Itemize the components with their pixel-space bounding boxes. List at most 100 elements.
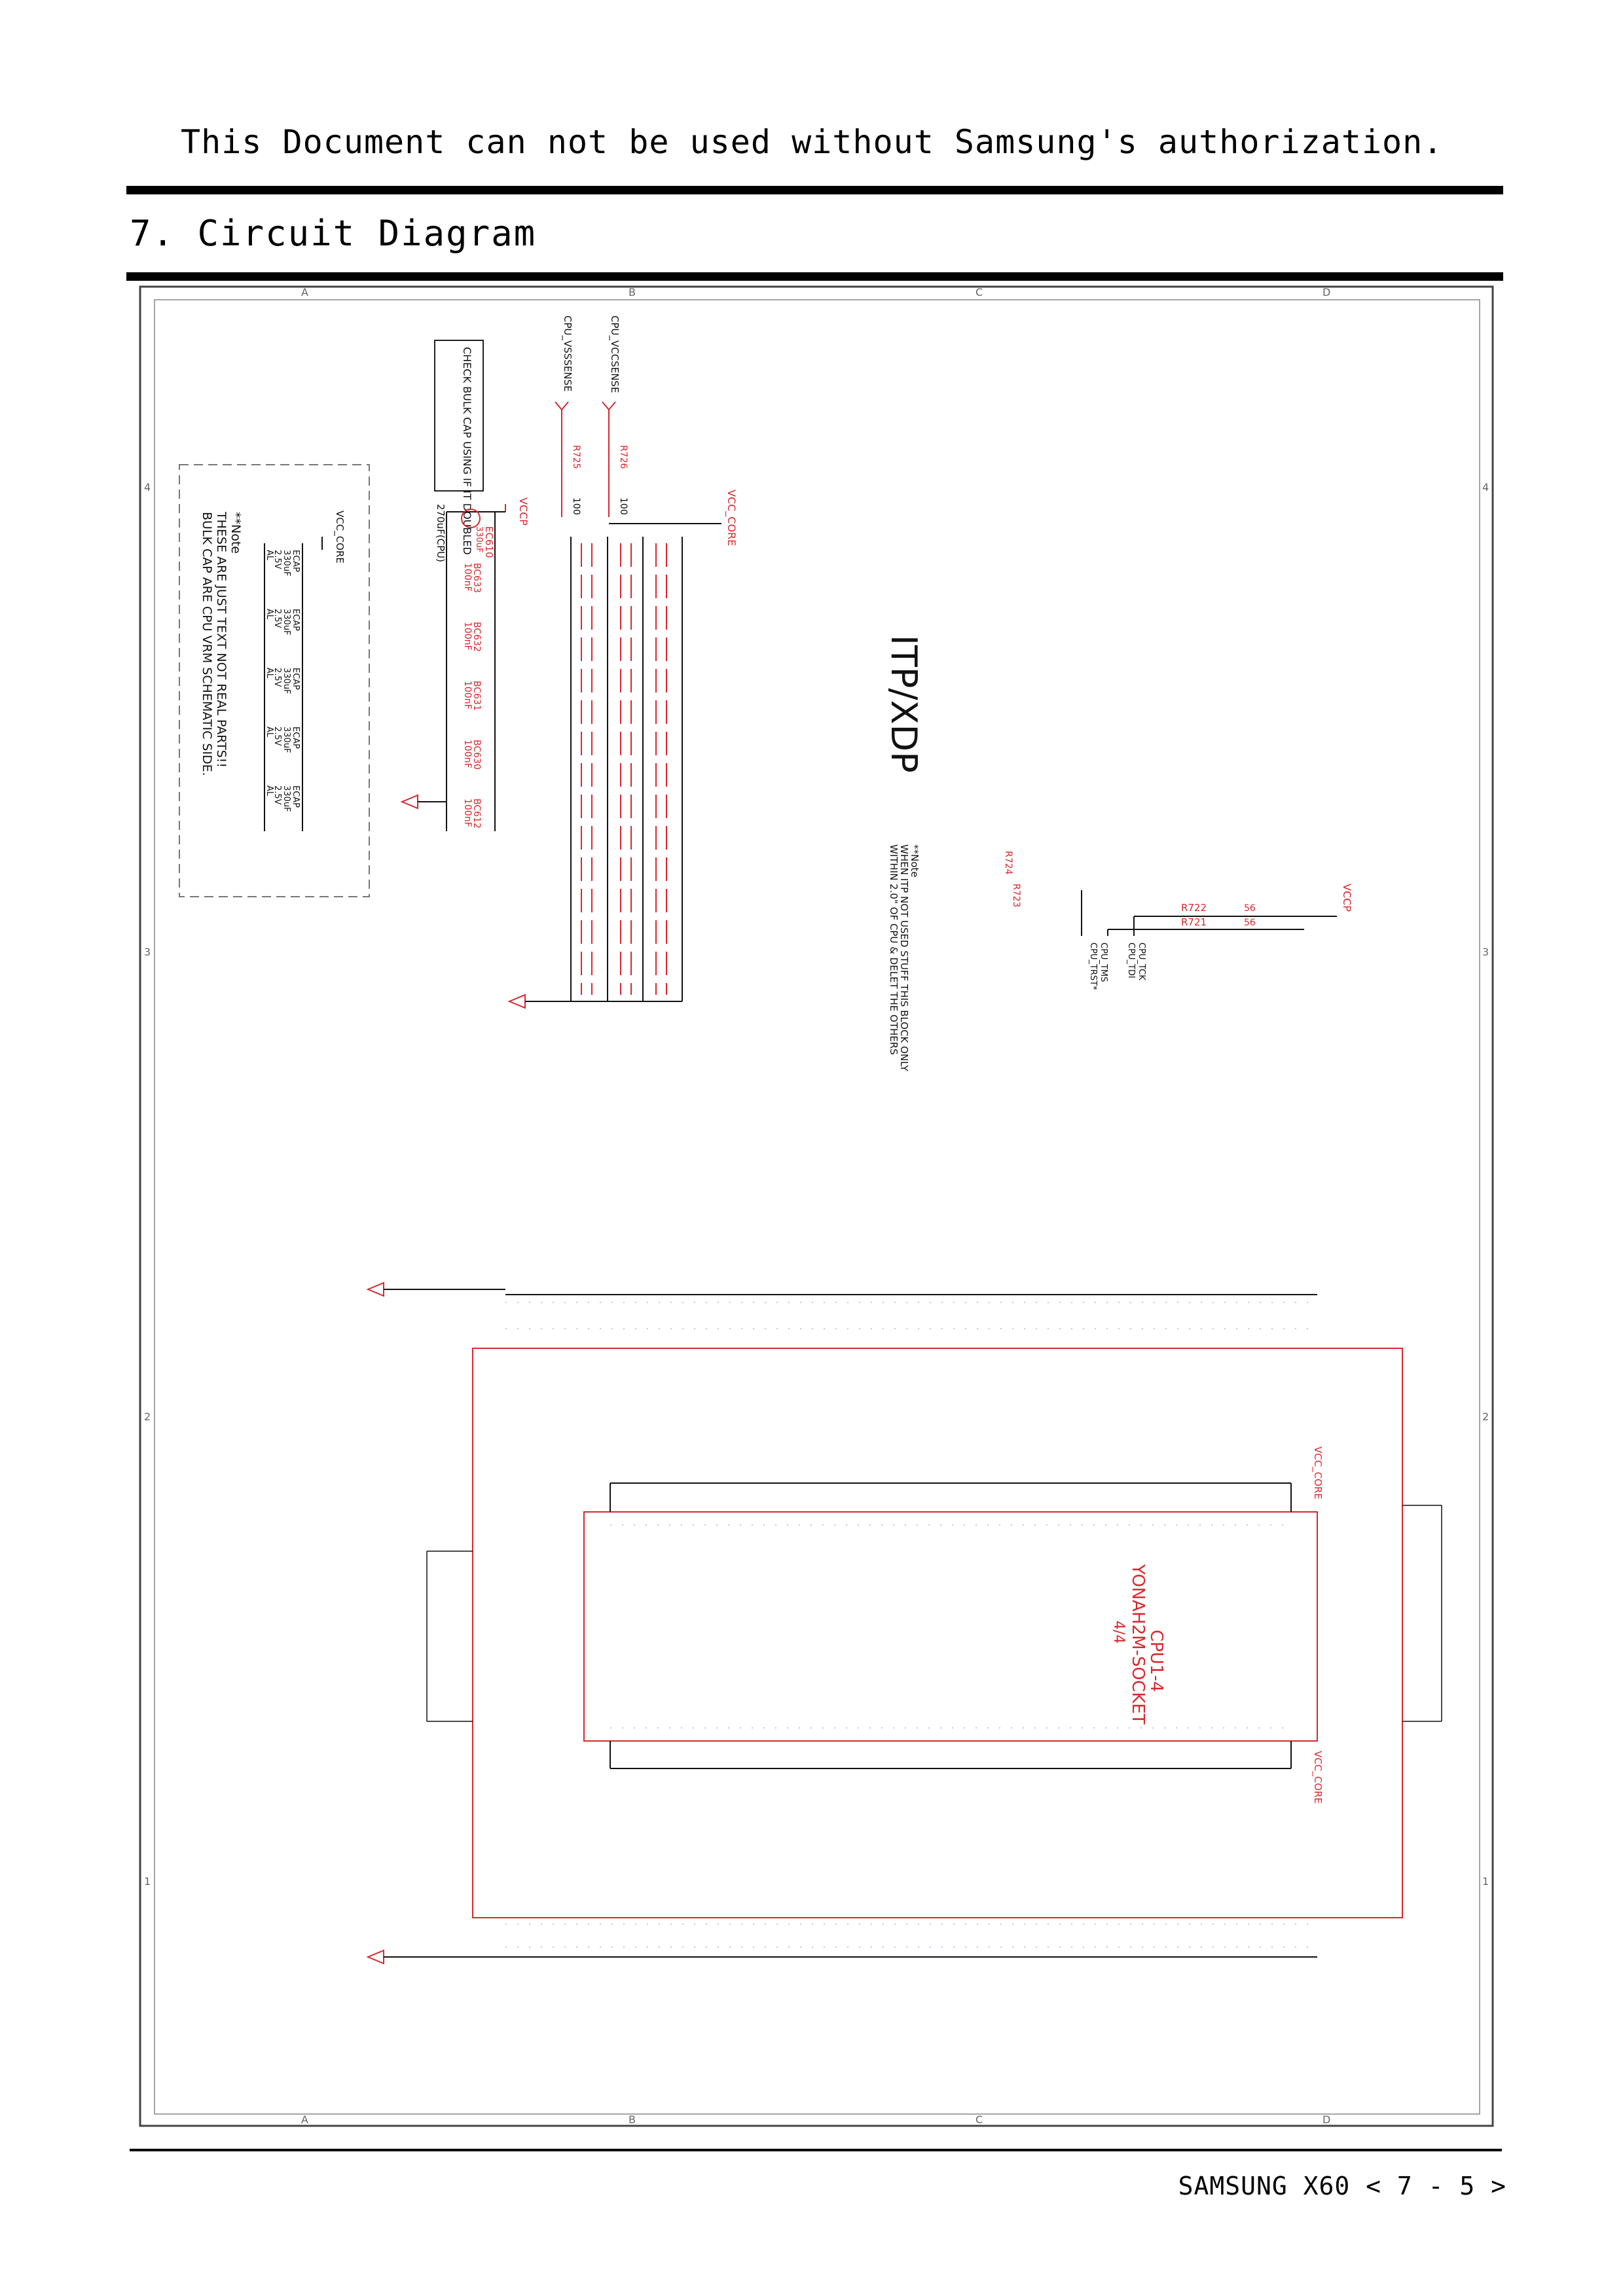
vr-note-text: **Note THESE ARE JUST TEXT NOT REAL PART…	[200, 511, 243, 776]
ecap-type-4: AL	[264, 726, 274, 738]
grid-col-a-bottom: A	[301, 2113, 308, 2126]
cpu-part: 4/4	[1110, 1621, 1127, 1643]
ec610-ref: EC610	[483, 526, 495, 558]
grid-row-2-left: 2	[144, 1410, 151, 1423]
sig-cpu-tck: CPU_TCK	[1137, 942, 1146, 980]
grid-col-d-top: D	[1322, 286, 1330, 298]
vccp-label-right: VCCP	[1341, 884, 1353, 912]
grid-row-4-left: 4	[144, 481, 151, 493]
grid-col-b-top: B	[629, 286, 636, 298]
bulk-note-text: CHECK BULK CAP USING IF IT DOUBLED	[461, 347, 473, 555]
bc631-value: 100nF	[462, 681, 473, 709]
bc630-ref: BC630	[471, 740, 482, 770]
bc633-ref: BC633	[471, 563, 482, 593]
section-title: 7. Circuit Diagram	[130, 213, 537, 254]
r726-value: 100	[618, 497, 629, 515]
vcc-core-label-cpu-2: VCC_CORE	[1311, 1751, 1324, 1804]
header-rule	[126, 186, 1503, 194]
r721-value: 56	[1244, 918, 1256, 928]
vcc-core-label-cpu-1: VCC_CORE	[1311, 1446, 1324, 1499]
ecap-voltage-4: 2.5V	[272, 726, 282, 746]
itp-signal-labels: CPU_TCK CPU_TDI CPU_TMS CPU_TRST*	[1088, 942, 1146, 990]
sig-cpu-tms: CPU_TMS	[1099, 942, 1108, 982]
sig-cpu-tdi: CPU_TDI	[1126, 942, 1136, 978]
vr-note-box	[179, 464, 370, 897]
authorization-notice: This Document can not be used without Sa…	[181, 123, 1444, 161]
circuit-diagram: A B C D A B C D 4 3 2 1 4 3 2 1 ITP/XDP …	[139, 285, 1494, 2127]
itp-note-line-3: WITHIN 2.0" OF CPU & DELET THE OTHERS	[888, 844, 900, 1055]
ecap-type-5: AL	[264, 785, 274, 797]
grid-row-1-left: 1	[144, 1875, 151, 1888]
ec610-caption: 270uF(CPU)	[435, 504, 447, 562]
itp-note: **Note WHEN ITP NOT USED STUFF THIS BLOC…	[888, 844, 921, 1071]
grid-row-4-right: 4	[1482, 481, 1489, 493]
ecap-type-1: AL	[264, 550, 274, 561]
cpu-core-outline	[583, 1511, 1318, 1742]
frame-inner	[154, 299, 1480, 2115]
r721-label: R721	[1181, 916, 1207, 928]
r725-value: 100	[571, 497, 581, 515]
ecap-label-3: ECAP	[291, 668, 301, 690]
vr-note-line-1: **Note	[228, 512, 243, 554]
ecap-label-2: ECAP	[291, 609, 301, 631]
ecap-label-1: ECAP	[291, 550, 301, 572]
itp-note-line-1: **Note	[909, 844, 921, 878]
grid-col-d-bottom: D	[1322, 2113, 1330, 2126]
bc612-ref: BC612	[471, 798, 482, 829]
ecap-voltage-5: 2.5V	[272, 785, 282, 805]
ecap-type-2: AL	[264, 609, 274, 620]
ground-arrow-4	[366, 1949, 384, 1965]
grid-row-1-right: 1	[1482, 1875, 1489, 1888]
cpu-socket-name: YONAH2M-SOCKET	[1128, 1564, 1148, 1725]
r724-label: R724	[1003, 851, 1013, 875]
grid-labels: A B C D A B C D 4 3 2 1 4 3 2 1	[144, 286, 1489, 2126]
vr-vcc-core-label: VCC_CORE	[333, 511, 346, 564]
bc630-value: 100nF	[462, 740, 473, 768]
grid-col-c-top: C	[976, 286, 983, 298]
r723-label: R723	[1011, 884, 1021, 907]
bc-small-caps: BC633 100nF BC632 100nF BC631 100nF BC63…	[462, 563, 482, 829]
bc612-value: 100nF	[462, 798, 473, 827]
footer-rule	[130, 2149, 1502, 2151]
cpu-pin-columns-bottom	[505, 1741, 1317, 1958]
ground-arrow-1	[400, 794, 418, 810]
grid-col-b-bottom: B	[629, 2113, 636, 2126]
bc632-value: 100nF	[462, 622, 473, 651]
vccsense-label: CPU_VCCSENSE	[608, 315, 621, 393]
ground-arrow-3	[366, 1282, 384, 1297]
r726-label: R726	[618, 445, 629, 469]
vss-pin-ticks-right	[1402, 1505, 1442, 1722]
itp-note-line-2: WHEN ITP NOT USED STUFF THIS BLOCK ONLY	[898, 844, 910, 1071]
grid-row-2-right: 2	[1482, 1410, 1489, 1423]
cpu-title: CPU1-4	[1146, 1630, 1166, 1692]
decoupling-bank	[570, 537, 683, 1002]
ecap-label-5: ECAP	[291, 785, 301, 808]
ecap-value-5: 330uF	[282, 785, 291, 812]
ec610-symbol	[461, 509, 481, 528]
ground-arrow-2	[507, 994, 526, 1009]
pin-stubs	[505, 1302, 1317, 1948]
ecap-value-3: 330uF	[282, 668, 291, 694]
itp-xdp-title: ITP/XDP	[883, 635, 924, 773]
bc632-ref: BC632	[471, 622, 482, 652]
vcc-core-label-top: VCC_CORE	[725, 490, 738, 546]
frame-outer	[139, 285, 1494, 2127]
bc631-ref: BC631	[471, 681, 482, 711]
cpu-pin-columns-top	[505, 1294, 1317, 1512]
vss-pin-ticks-left	[426, 1551, 473, 1722]
ecap-voltage-3: 2.5V	[272, 668, 282, 687]
vr-note-line-3: BULK CAP ARE CPU VRM SCHEMATIC SIDE.	[200, 512, 214, 776]
ecap-value-1: 330uF	[282, 550, 291, 577]
ecap-array	[264, 537, 323, 831]
grid-row-3-right: 3	[1482, 946, 1489, 958]
grid-row-3-left: 3	[144, 946, 151, 958]
ecap-value-4: 330uF	[282, 726, 291, 753]
bulk-note-box	[434, 340, 484, 492]
grid-col-a-top: A	[301, 286, 308, 298]
grid-col-c-bottom: C	[976, 2113, 983, 2126]
r722-value: 56	[1244, 903, 1256, 914]
ecap-voltage-1: 2.5V	[272, 550, 282, 569]
ecap-voltage-2: 2.5V	[272, 609, 282, 628]
ecap-labels: ECAP 330uF 2.5V AL ECAP 330uF 2.5V AL EC…	[264, 550, 301, 812]
r725-label: R725	[571, 445, 581, 469]
